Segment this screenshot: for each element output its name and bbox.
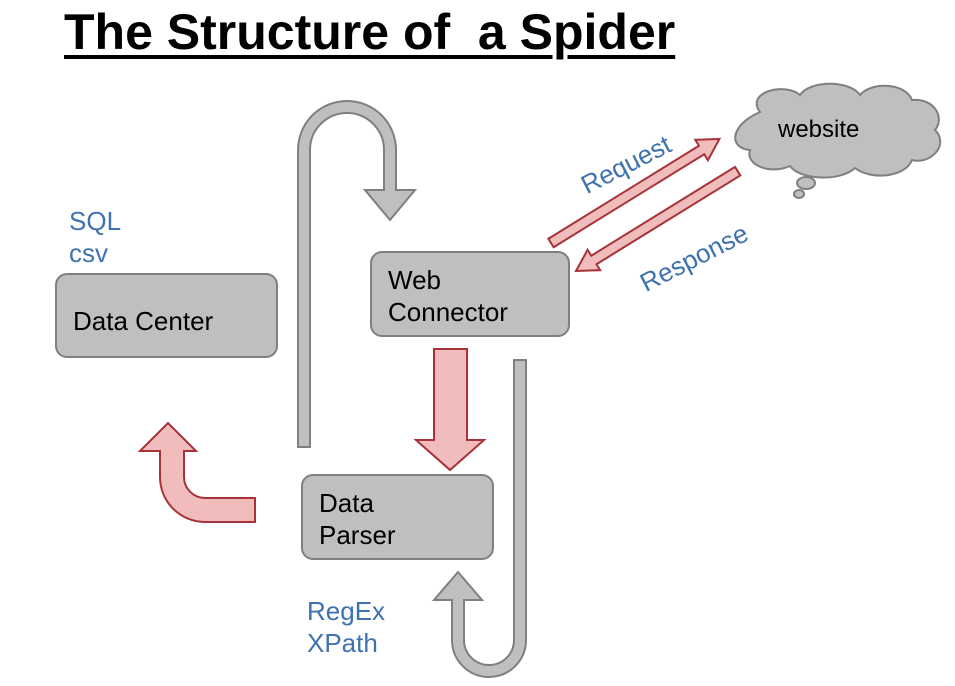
loop-arrow-connector-to-parser — [431, 359, 527, 678]
web-connector-label-line1: Web — [388, 265, 441, 295]
website-cloud — [734, 82, 942, 199]
data-parser-label-line2: Parser — [319, 520, 396, 550]
storage-label-sql: SQL — [69, 206, 122, 236]
loop-arrow-parser-to-connector — [297, 100, 418, 448]
storage-labels: SQL csv — [69, 205, 121, 269]
storage-label-csv: csv — [69, 238, 108, 268]
request-arrow — [546, 137, 722, 249]
parse-label-xpath: XPath — [307, 628, 378, 658]
arrow-connector-to-parser — [413, 348, 487, 472]
data-parser-label-line1: Data — [319, 488, 374, 518]
data-center-box: Data Center — [55, 273, 278, 358]
arrow-parser-to-datacenter — [137, 421, 256, 523]
diagram-title: The Structure of a Spider — [64, 4, 676, 60]
parse-label-regex: RegEx — [307, 596, 386, 626]
web-connector-box: Web Connector — [370, 251, 570, 337]
website-label: website — [778, 116, 860, 143]
response-arrow — [574, 165, 742, 273]
data-parser-box: Data Parser — [301, 474, 494, 560]
parse-labels: RegEx XPath — [307, 595, 385, 659]
web-connector-label-line2: Connector — [388, 297, 508, 327]
data-center-label: Data Center — [73, 306, 214, 336]
